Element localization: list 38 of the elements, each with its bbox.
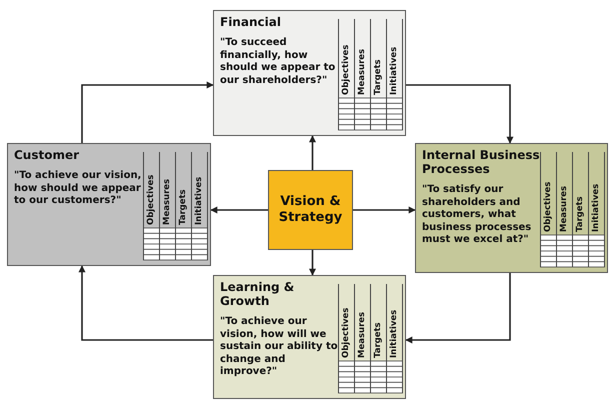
perspective-card [213, 10, 406, 136]
arrow [309, 250, 316, 276]
column-header: Targets [373, 322, 384, 358]
column-header: Measures [559, 186, 570, 232]
vision-box [268, 170, 353, 250]
question-text: "To achieve our vision, how will we sustain our ability to change and improve?" [220, 316, 339, 378]
column-header: Targets [178, 189, 189, 225]
arrow [353, 206, 416, 214]
column-header: Measures [162, 178, 173, 225]
arrow [210, 206, 268, 214]
column-header: Initiatives [591, 184, 602, 232]
arrow [309, 135, 316, 170]
column-header: Targets [575, 196, 586, 232]
column-header: Objectives [146, 174, 157, 225]
arrow [78, 265, 213, 341]
column-header: Targets [373, 59, 384, 95]
column-header: Measures [357, 48, 368, 95]
perspective-card [415, 143, 608, 273]
card-heading: Internal Business Processes [422, 148, 540, 176]
column-header: Initiatives [389, 310, 400, 358]
arrow [405, 273, 511, 344]
column-header: Objectives [341, 308, 352, 358]
perspective-card [213, 275, 406, 399]
question-text: "To achieve our vision, how should we appear to our customers?" [14, 170, 142, 208]
card-heading: Learning & Growth [220, 280, 296, 308]
question-text: "To satisfy our shareholders and customers, what business processes must we excel at?" [422, 184, 532, 246]
perspective-card [7, 143, 211, 266]
vision-text: Vision & Strategy [278, 194, 342, 226]
column-header: Objectives [341, 44, 352, 95]
column-header: Objectives [543, 182, 554, 232]
card-heading: Customer [14, 148, 80, 162]
column-header: Initiatives [389, 46, 400, 95]
card-heading: Financial [220, 15, 282, 29]
column-header: Measures [357, 312, 368, 358]
column-header: Initiatives [194, 176, 205, 225]
arrow [406, 84, 514, 144]
arrow [81, 82, 214, 143]
question-text: "To succeed financially, how should we appear to our shareholders?" [220, 37, 336, 87]
